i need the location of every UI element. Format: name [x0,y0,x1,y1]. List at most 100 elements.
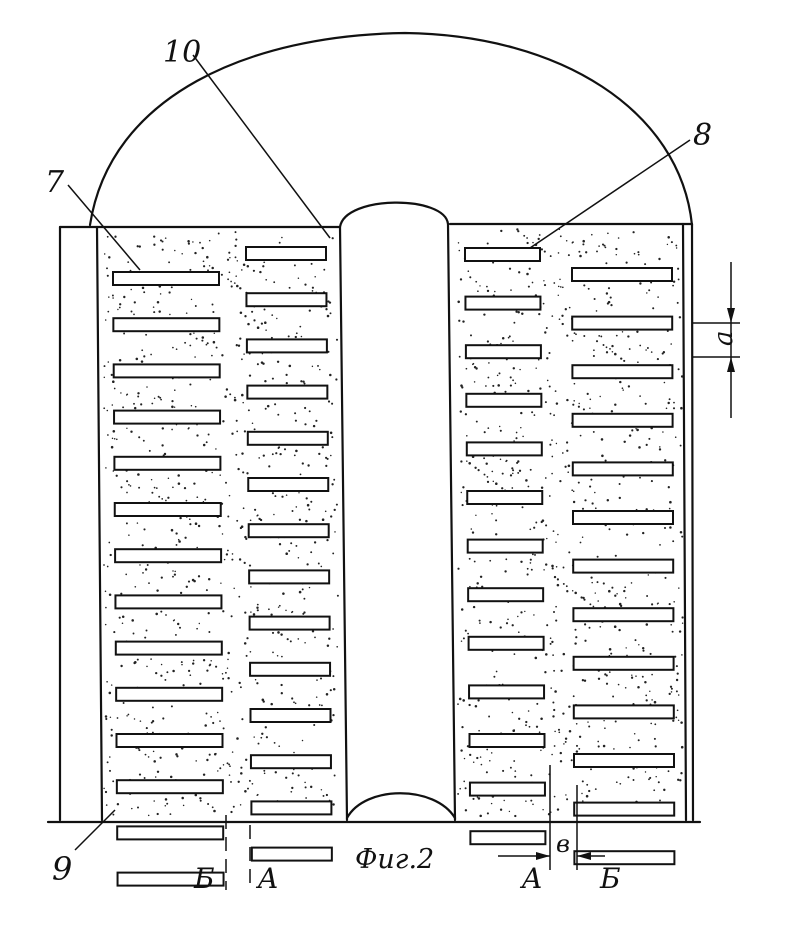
stipple-dot [572,404,574,406]
stipple-dot [526,273,529,276]
stipple-dot [625,597,626,598]
right-tube-wall [448,224,455,820]
stipple-dot [457,793,459,795]
stipple-dot [461,726,463,728]
stipple-dot [520,412,522,414]
stipple-dot [467,633,469,635]
stipple-dot [236,431,238,433]
stipple-dot [108,542,110,544]
stipple-dot [554,745,556,747]
stipple-dot [528,486,530,488]
stipple-dot [603,582,605,584]
stipple-dot [606,292,608,294]
stipple-dot [227,516,229,518]
stipple-dot [167,497,169,499]
stipple-dot [265,329,267,331]
stipple-dot [480,576,482,578]
stipple-dot [304,407,306,409]
stipple-dot [627,335,629,337]
stipple-dot [654,723,656,725]
stipple-dot [565,738,567,740]
stipple-dot [551,439,553,441]
stipple-dot [613,748,615,750]
stipple-dot [544,331,546,333]
stipple-dot [292,510,294,512]
stipple-dot [209,754,211,756]
left-outer-plate [117,734,223,747]
stipple-dot [304,782,306,784]
stipple-dot [597,581,599,583]
left-inner-plate [251,755,331,768]
stipple-dot [105,607,107,609]
stipple-dot [558,729,560,731]
stipple-dot [670,624,672,626]
stipple-dot [234,282,236,284]
stipple-dot [589,407,590,408]
stipple-dot [519,369,520,370]
stipple-dot [619,497,621,499]
stipple-dot [509,268,511,270]
stipple-dot [541,248,543,250]
stipple-dot [195,522,198,525]
stipple-dot [614,625,617,628]
stipple-dot [320,677,322,679]
stipple-dot [654,738,656,740]
stipple-dot [669,603,671,605]
stipple-dot [281,496,283,498]
stipple-dot [200,800,202,802]
stipple-dot [107,566,109,568]
left-outer-plate [117,826,223,839]
stipple-dot [181,661,183,663]
stipple-dot [509,811,510,812]
stipple-dot [153,760,156,763]
stipple-dot [526,237,528,239]
stipple-dot [172,486,174,488]
stipple-dot [519,470,521,472]
stipple-dot [189,345,191,347]
stipple-dot [543,280,544,281]
stipple-dot [619,381,621,383]
stipple-dot [218,525,220,527]
stipple-dot [590,479,592,481]
stipple-dot [485,462,487,464]
stipple-dot [529,528,531,530]
stipple-dot [458,250,460,252]
stipple-dot [256,795,258,797]
stipple-dot [144,637,146,639]
stipple-dot [327,315,330,318]
stipple-dot [291,787,293,789]
stipple-dot [466,368,468,370]
section-mark-A-left: A [255,862,278,895]
stipple-dot [307,504,310,507]
stipple-dot [598,678,600,680]
stipple-dot [642,647,644,649]
stipple-dot [629,747,631,749]
stipple-dot [484,474,486,476]
stipple-dot [137,473,140,476]
stipple-dot [253,319,255,321]
stipple-dot [308,704,310,706]
stipple-dot [222,678,224,680]
stipple-dot [146,666,148,668]
stipple-dot [546,357,548,359]
stipple-dot [211,472,212,473]
stipple-dot [184,537,186,539]
stipple-dot [465,413,467,415]
stipple-dot [158,310,160,312]
stipple-dot [547,380,549,382]
stipple-dot [530,559,532,561]
stipple-dot [664,459,666,461]
stipple-dot [334,509,336,511]
stipple-dot [491,803,492,804]
stipple-dot [143,528,145,530]
stipple-dot [227,278,229,280]
stipple-dot [157,771,159,773]
stipple-dot [107,275,109,277]
stipple-dot [584,499,586,501]
stipple-dot [491,752,493,754]
stipple-dot [238,682,240,684]
stipple-dot [184,342,186,344]
label-7: 7 [45,165,65,200]
stipple-dot [473,363,475,365]
